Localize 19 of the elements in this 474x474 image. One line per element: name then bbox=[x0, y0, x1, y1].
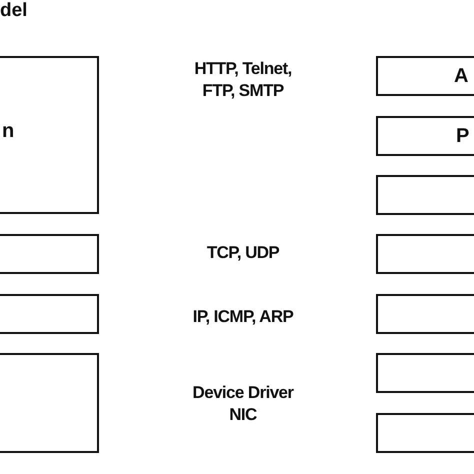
layer-box bbox=[376, 294, 474, 334]
layer-box bbox=[0, 353, 99, 453]
layer-name: A bbox=[454, 65, 468, 88]
layer-box bbox=[376, 353, 474, 393]
protocol-label: IP, ICMP, ARP bbox=[192, 306, 294, 328]
layer-box bbox=[0, 294, 99, 334]
protocol-label: TCP, UDP bbox=[206, 242, 280, 264]
protocol-label: Device Driver NIC bbox=[192, 382, 295, 426]
protocol-label: HTTP, Telnet, FTP, SMTP bbox=[193, 58, 293, 102]
layer-box bbox=[376, 175, 474, 215]
layer-box bbox=[0, 234, 99, 274]
layer-box bbox=[376, 234, 474, 274]
layer-name: P bbox=[456, 125, 470, 148]
layer-box bbox=[0, 56, 99, 214]
layer-name: n bbox=[2, 120, 14, 143]
layer-box bbox=[376, 116, 474, 156]
title-text: del bbox=[0, 0, 28, 22]
layer-box bbox=[376, 413, 474, 453]
layer-box bbox=[376, 56, 474, 96]
